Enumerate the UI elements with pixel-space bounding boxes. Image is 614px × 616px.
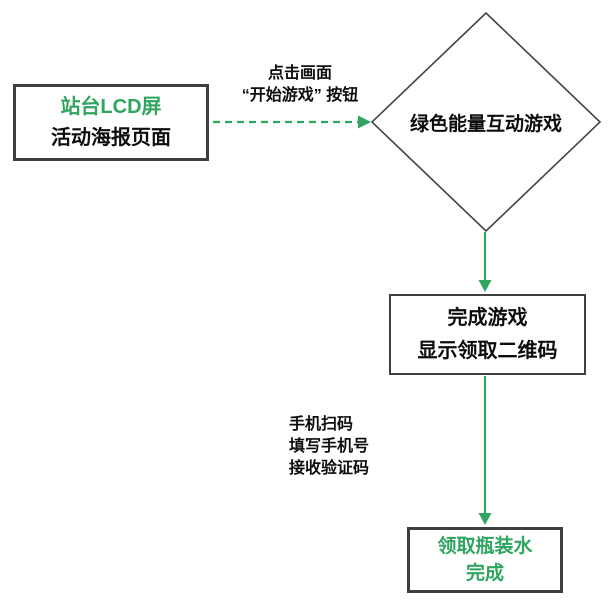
end-box-line1: 领取瓶装水 <box>437 536 533 557</box>
start-box-title: 站台LCD屏 <box>60 95 162 118</box>
click-edge-label-line2: “开始游戏” 按钮 <box>241 87 359 104</box>
end-box-line2: 完成 <box>465 563 504 584</box>
scan-edge-label-line2: 填写手机号 <box>289 438 370 455</box>
game-box-node: 完成游戏 显示领取二维码 <box>389 294 586 375</box>
click-edge-label-line1: 点击画面 <box>267 65 332 82</box>
arrow-gamebox-to-endbox-head <box>478 513 492 525</box>
game-box-line2: 显示领取二维码 <box>417 339 558 362</box>
game-box-line1: 完成游戏 <box>447 306 528 329</box>
start-box-node: 站台LCD屏 活动海报页面 <box>13 84 209 161</box>
dashed-arrow-head <box>358 115 371 129</box>
scan-edge-label-line3: 接收验证码 <box>289 460 370 477</box>
decision-diamond-label: 绿色能量互动游戏 <box>409 114 562 135</box>
arrow-diamond-to-gamebox-head <box>478 280 492 292</box>
scan-edge-label-line1: 手机扫码 <box>289 416 354 433</box>
click-edge-label: 点击画面 “开始游戏” 按钮 <box>206 63 394 107</box>
end-box-node: 领取瓶装水 完成 <box>407 527 563 593</box>
decision-diamond-shape <box>370 11 602 233</box>
scan-edge-label: 手机扫码 填写手机号 接收验证码 <box>289 414 369 480</box>
start-box-subtitle: 活动海报页面 <box>51 126 171 149</box>
